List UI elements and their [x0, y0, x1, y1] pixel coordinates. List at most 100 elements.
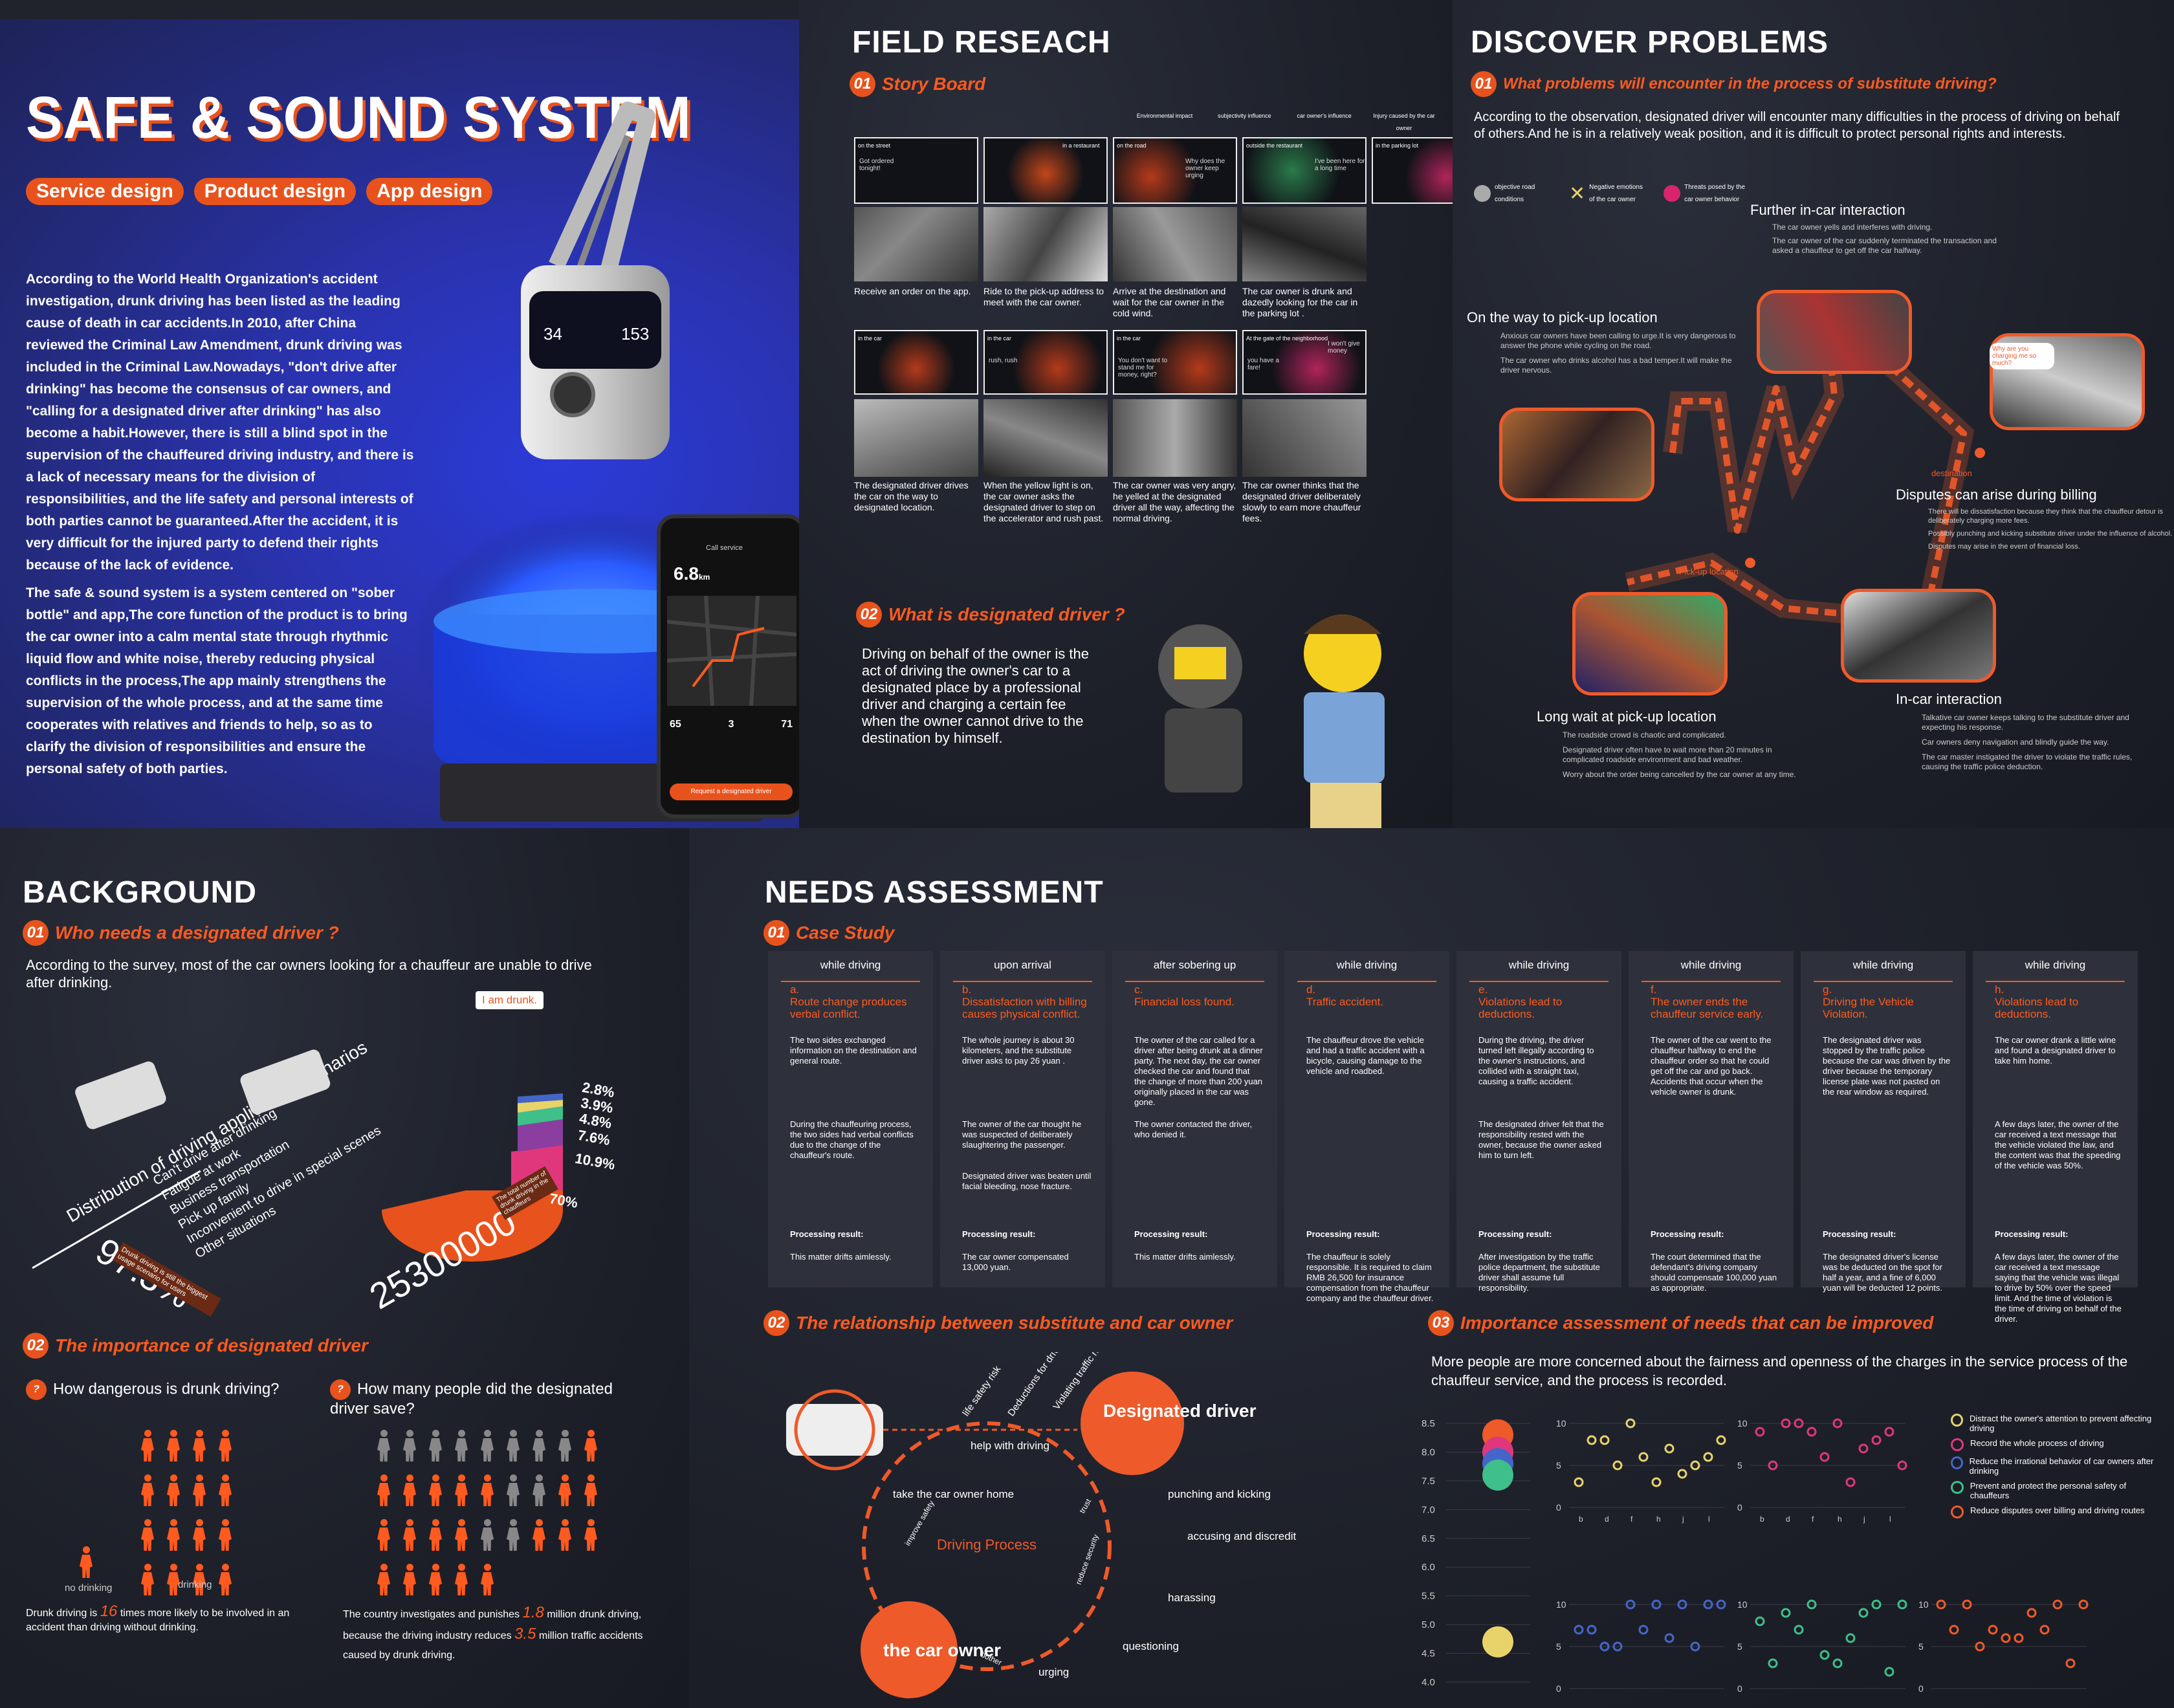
rel-item: harassing: [1168, 1592, 1216, 1604]
group-item: Anxious car owners have been calling to …: [1500, 331, 1736, 350]
rel-arrow-label: improve safety: [903, 1499, 936, 1548]
scatter-point: [2065, 1658, 2076, 1669]
group-title: On the way to pick-up location: [1467, 309, 1658, 325]
case-result: This matter drifts aimlessly.: [790, 1252, 892, 1262]
x-tick-label: l: [1889, 1515, 1891, 1524]
relationship-diagram: Designated driver Driving Process the ca…: [786, 1352, 1296, 1698]
person-icon: [191, 1519, 208, 1551]
case-body: During the driving, the driver turned le…: [1478, 1035, 1594, 1086]
pickup-label: Pick-up location: [1679, 567, 1739, 576]
story-caption: Receive an order on the app.: [854, 286, 971, 296]
case-title: f.The owner ends the chauffeur service e…: [1651, 983, 1764, 1020]
scatter-point: [1664, 1633, 1674, 1643]
legend-item: Record the whole process of driving: [1951, 1438, 2164, 1451]
person-icon: [453, 1474, 470, 1507]
legend-item: Reduce the irrational behavior of car ow…: [1951, 1456, 2164, 1476]
group-title: In-car interaction: [1896, 691, 2002, 707]
person-icon: [165, 1564, 182, 1596]
lego-photo: [1242, 207, 1367, 281]
person-icon: [401, 1564, 418, 1596]
case-body: The whole journey is about 30 kilometers…: [962, 1035, 1075, 1066]
scatter-point: [2052, 1599, 2063, 1610]
scatter-point: [1612, 1460, 1623, 1471]
scatter-point: [1897, 1460, 1907, 1471]
legend-item: subjectivity influence: [1218, 113, 1271, 119]
scatter-point: [1677, 1469, 1687, 1479]
usage-scenarios-chart: Distribution of driving application scen…: [32, 1037, 616, 1269]
group-title: Disputes can arise during billing: [1896, 487, 2097, 503]
person-icon: [427, 1474, 444, 1507]
photo-bubble-further: [1757, 290, 1912, 374]
case-processing-label: Processing result:: [1651, 1229, 1724, 1239]
scatter-point: [1703, 1599, 1713, 1610]
legend-item: objective road conditions: [1495, 184, 1535, 203]
y-tick-label: 8.5: [1422, 1418, 1435, 1429]
scatter-point: [1755, 1427, 1765, 1437]
person-icon: [582, 1474, 599, 1507]
scatter-point: [1574, 1625, 1584, 1635]
person-icon: [582, 1519, 599, 1551]
y-tick-label: 10: [1556, 1418, 1566, 1429]
person-icon: [427, 1564, 444, 1596]
case-result: The chauffeur is solely responsible. It …: [1306, 1252, 1434, 1303]
case-body: The chauffeur drove the vehicle and had …: [1306, 1035, 1425, 1076]
scatter-point: [1768, 1658, 1778, 1669]
scatter-point: [1975, 1641, 1985, 1652]
x-tick-label: d: [1605, 1515, 1609, 1524]
rel-arrow-label: reduce security: [1074, 1533, 1101, 1586]
tag-product-design: Product design: [193, 178, 357, 205]
rel-arrow-label: trust: [1077, 1497, 1093, 1515]
scatter-point: [1871, 1435, 1882, 1445]
phone-map: [667, 596, 796, 706]
photo-bubble-way: [1499, 408, 1654, 501]
section-subtitle: Story Board: [882, 74, 986, 94]
y-tick-label: 6.5: [1422, 1533, 1435, 1544]
person-icon: [531, 1519, 547, 1551]
scatter-point: [1988, 1625, 1998, 1635]
legend-item: Negative emotions of the car owner: [1589, 184, 1643, 203]
scatter-point: [1599, 1641, 1610, 1652]
person-icon: [375, 1519, 392, 1551]
section-number: 01: [850, 71, 875, 97]
x-tick-label: f: [1812, 1515, 1814, 1524]
lego-photo: [983, 399, 1108, 477]
scatter-point: [2001, 1633, 2011, 1643]
person-icon: [139, 1564, 156, 1596]
device-right-value: 153: [621, 324, 649, 344]
request-driver-button[interactable]: Request a designated driver: [670, 783, 793, 800]
group-item: Possibly punching and kicking substitute…: [1928, 530, 2173, 538]
group-title: Long wait at pick-up location: [1537, 708, 1717, 725]
scatter-point: [1781, 1418, 1791, 1429]
person-icon: [139, 1430, 156, 1462]
incar-group: In-car interaction Talkative car owner k…: [1896, 691, 2155, 772]
scatter-point: [2026, 1608, 2037, 1618]
scatter-point: [2039, 1625, 2050, 1635]
case-body: The designated driver was stopped by the…: [1823, 1035, 1951, 1097]
scatter-point: [1819, 1452, 1830, 1462]
scatter-point: [1638, 1625, 1649, 1635]
scatter-point: [1690, 1641, 1700, 1652]
case-processing-label: Processing result:: [790, 1229, 864, 1239]
group-item: The car master instigated the driver to …: [1922, 752, 2133, 771]
person-icon: [191, 1430, 208, 1462]
story-caption: The car owner thinks that the designated…: [1242, 480, 1361, 523]
person-icon: [139, 1519, 156, 1551]
scatter-point: [1625, 1418, 1636, 1429]
question-2: ?How many people did the designated driv…: [330, 1379, 613, 1418]
case-body: The owner of the car went to the chauffe…: [1651, 1035, 1772, 1097]
case-result: A few days later, the owner of the car r…: [1995, 1252, 2122, 1324]
person-icon: [453, 1564, 470, 1596]
scatter-point: [1832, 1658, 1843, 1669]
hero-paragraph-2: The safe & sound system is a system cent…: [26, 586, 408, 776]
group-item: The car owner of the car suddenly termin…: [1772, 236, 1997, 255]
phone-stat: 3: [728, 719, 734, 730]
case-body: During the chauffeuring process, the two…: [790, 1119, 914, 1160]
case-phase: while driving: [1852, 959, 1914, 971]
